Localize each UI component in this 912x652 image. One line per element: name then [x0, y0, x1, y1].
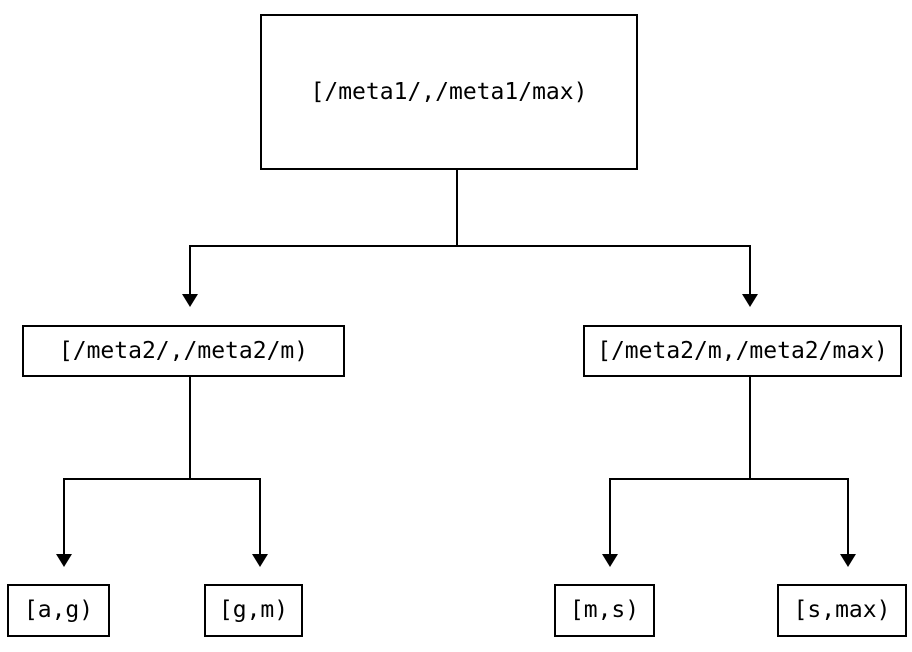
edge-to-leaf-a-g-line	[63, 478, 65, 556]
node-leaf-g-m: [g,m)	[204, 584, 303, 637]
edge-root-split-line	[189, 245, 751, 247]
arrowhead-down-icon	[56, 554, 72, 567]
node-leaf-a-g: [a,g)	[7, 584, 110, 637]
edge-mid-right-split-line	[609, 478, 849, 480]
edge-to-leaf-g-m-line	[259, 478, 261, 556]
arrowhead-down-icon	[252, 554, 268, 567]
edge-to-leaf-s-max-line	[847, 478, 849, 556]
edge-mid-left-stem-line	[189, 377, 191, 480]
edge-mid-left-split-line	[63, 478, 261, 480]
edge-root-to-right-line	[749, 245, 751, 295]
node-leaf-s-max: [s,max)	[777, 584, 907, 637]
edge-mid-right-stem-line	[749, 377, 751, 480]
arrowhead-down-icon	[742, 294, 758, 307]
arrowhead-down-icon	[602, 554, 618, 567]
edge-root-to-left-line	[189, 245, 191, 295]
arrowhead-down-icon	[182, 294, 198, 307]
node-mid-left-interval: [/meta2/,/meta2/m)	[22, 325, 345, 377]
edge-to-leaf-m-s-line	[609, 478, 611, 556]
edge-root-stem-line	[456, 170, 458, 246]
node-root-interval: [/meta1/,/meta1/max)	[260, 14, 638, 170]
arrowhead-down-icon	[840, 554, 856, 567]
node-leaf-m-s: [m,s)	[554, 584, 655, 637]
node-mid-right-interval: [/meta2/m,/meta2/max)	[583, 325, 902, 377]
